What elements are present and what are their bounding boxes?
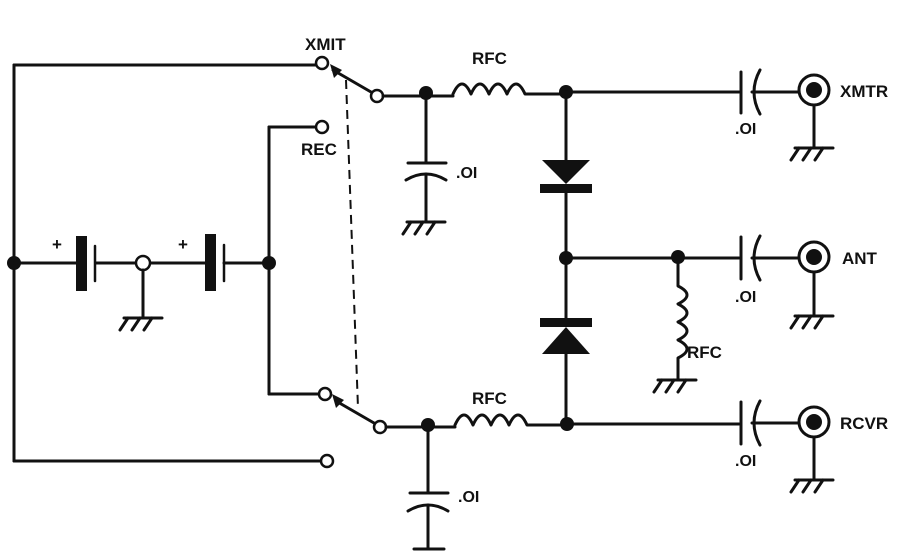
diode-upper-triangle: [542, 160, 590, 184]
switch-section: XMIT REC: [301, 35, 388, 469]
lower-switch-arrow: [332, 394, 344, 408]
upper-switch-pivot: [369, 88, 385, 104]
upper-rf-path: RFC .OI .OI XMTR: [381, 49, 888, 236]
xmit-contact: [314, 55, 330, 71]
rec-label: REC: [301, 140, 337, 159]
lower-switch-contact: [317, 386, 333, 402]
xmtr-jack: [789, 73, 835, 162]
rcvr-jack: [789, 405, 835, 494]
ant-path: RFC .OI ANT: [564, 234, 878, 394]
rfc-bottom-label: RFC: [472, 389, 507, 408]
lower-switch-pivot: [372, 419, 388, 435]
rfc-top-coil: [451, 82, 570, 96]
lower-switch-blade: [334, 399, 376, 425]
left-supply-section: + +: [7, 63, 323, 463]
battery-cell-1: +: [52, 235, 97, 291]
cap-ant-label: .OI: [735, 289, 756, 306]
cap-top-ground-symbol: [401, 220, 447, 236]
rcvr-label: RCVR: [840, 414, 888, 433]
battery-cell-2: +: [178, 234, 226, 291]
rfc-ant-label: RFC: [687, 343, 722, 362]
battery-1-long-plate: [76, 236, 87, 291]
diode-lower-triangle: [542, 327, 590, 354]
switch-gang-link: [345, 79, 359, 409]
battery-2-long-plate: [205, 234, 216, 291]
lower-open-contact: [319, 453, 335, 469]
cap-xmtr-label: .OI: [735, 121, 756, 138]
rfc-bottom-coil: [453, 413, 570, 427]
cap-bottom-label: .OI: [458, 489, 479, 506]
diode-upper-bar: [540, 184, 592, 193]
battery-2-plus: +: [178, 235, 188, 254]
ant-jack: [789, 240, 835, 330]
rec-contact: [314, 119, 330, 135]
upper-switch-blade: [331, 68, 373, 94]
rfc-ant-coil: [676, 255, 689, 382]
lower-rf-path: RFC .OI .OI RCVR: [384, 389, 888, 551]
diode-section: [540, 90, 592, 426]
battery-1-plus: +: [52, 235, 62, 254]
rfc-ant-ground-symbol: [652, 378, 698, 394]
diode-lower-bar: [540, 318, 592, 327]
xmit-label: XMIT: [305, 35, 346, 54]
cap-top-label: .OI: [456, 165, 477, 182]
ant-label: ANT: [842, 249, 878, 268]
xmtr-label: XMTR: [840, 82, 888, 101]
upper-switch-arrow: [330, 64, 342, 78]
rfc-top-label: RFC: [472, 49, 507, 68]
battery-ground-symbol: [118, 316, 164, 332]
cap-rcvr-label: .OI: [735, 453, 756, 470]
battery-mid-tap: [134, 254, 152, 272]
